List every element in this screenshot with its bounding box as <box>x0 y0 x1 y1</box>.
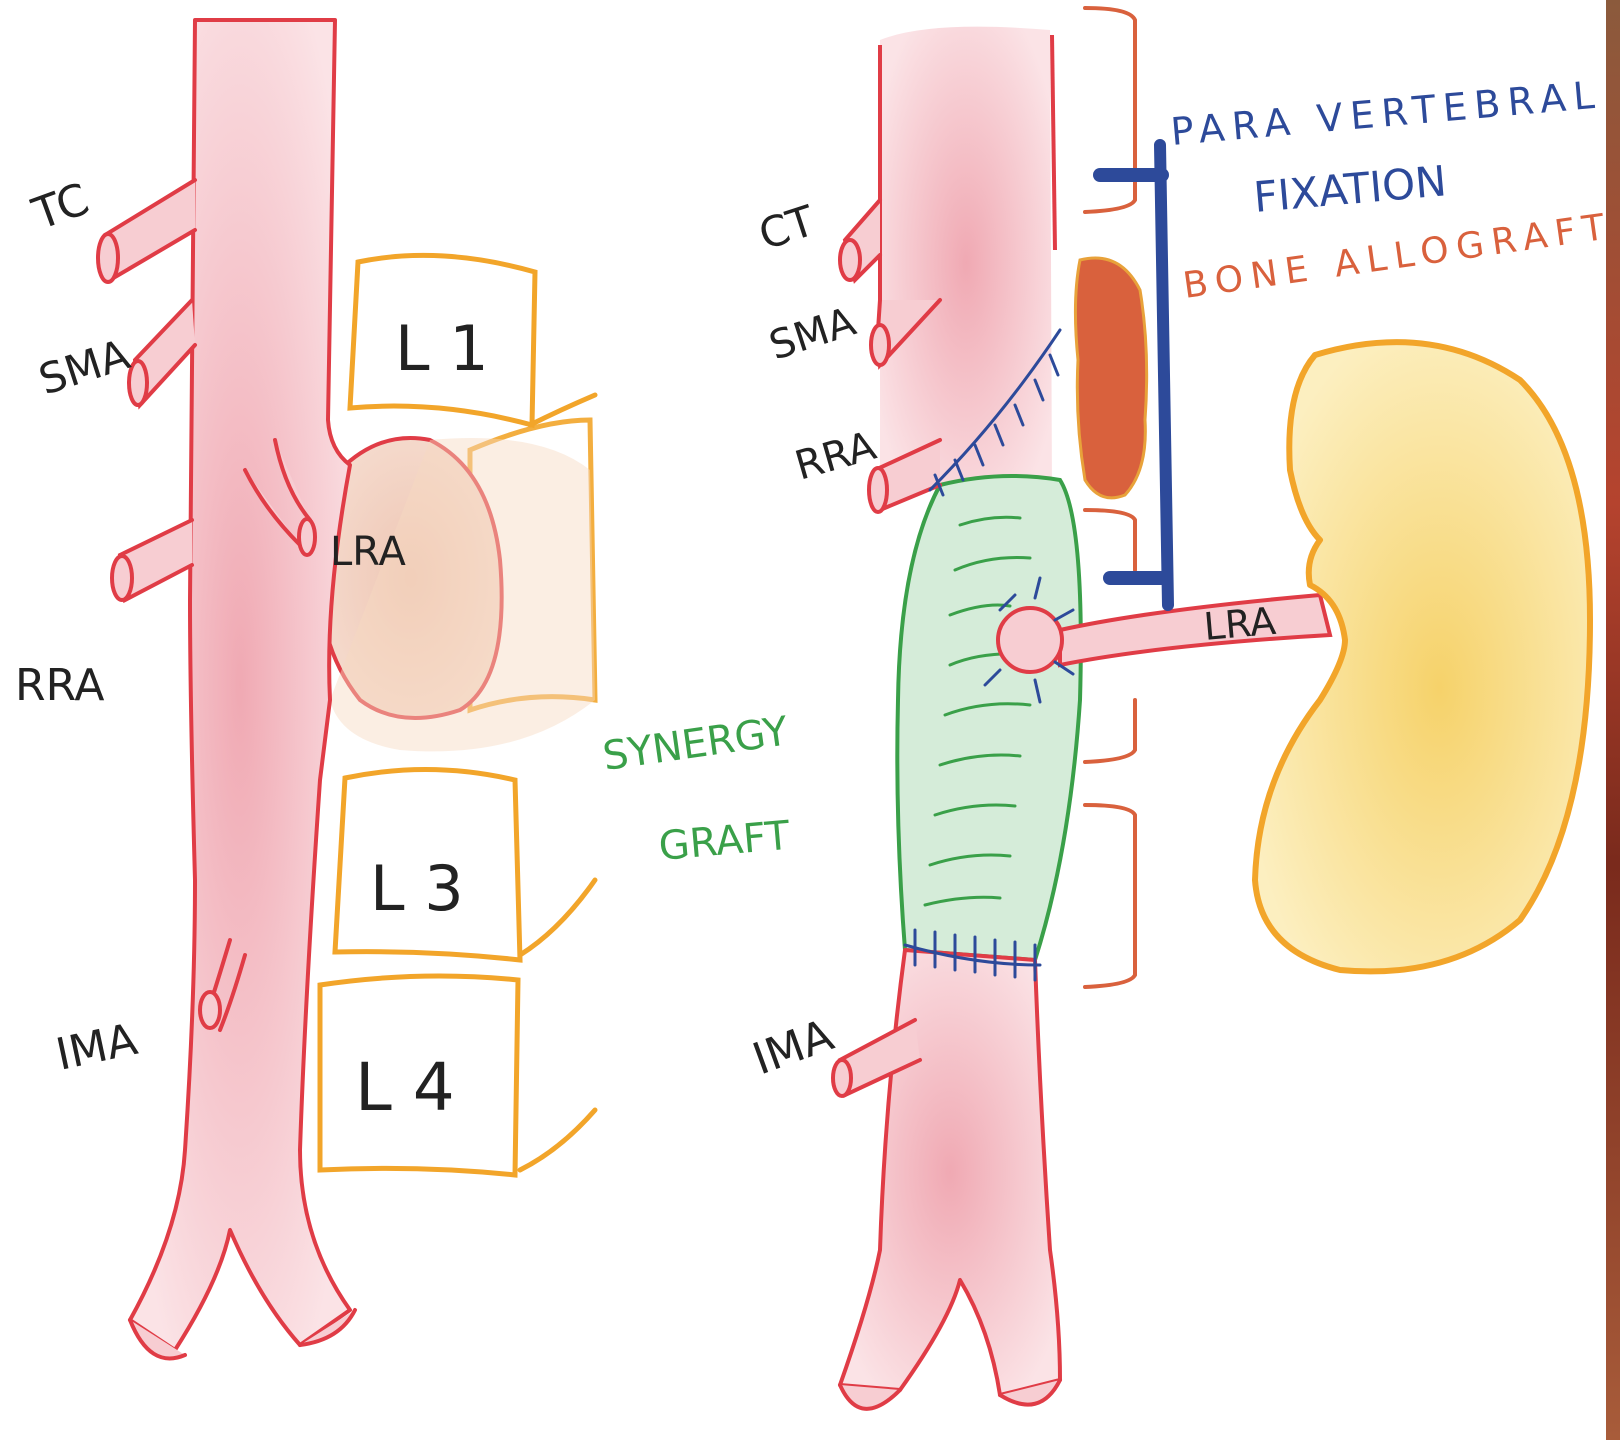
right-aorta-lower <box>840 950 1060 1395</box>
vertebra-label-l3: L 3 <box>370 852 464 925</box>
left-kidney <box>1255 342 1590 971</box>
left-panel: TC SMA LRA RRA IMA L 1 L 3 L 4 <box>15 20 595 1358</box>
right-lra-branch <box>1060 595 1330 665</box>
bone-allograft-label: BONE ALLOGRAFT <box>1181 207 1609 307</box>
vertebra-label-l1: L 1 <box>395 312 489 385</box>
right-label-lra: LRA <box>1202 599 1278 649</box>
paravertebral-fixation-line-1: PARA VERTEBRAL <box>1169 73 1596 154</box>
right-aorta-upper-wall-right <box>1052 35 1055 250</box>
bone-allograft <box>1075 258 1146 498</box>
left-label-tc: TC <box>25 174 95 241</box>
left-label-lra: LRA <box>330 529 406 575</box>
left-label-sma: SMA <box>33 330 136 405</box>
synergy-graft-body <box>897 476 1081 960</box>
synergy-graft-line-2: GRAFT <box>657 813 792 870</box>
synergy-graft-line-1: SYNERGY <box>600 708 791 780</box>
right-panel: CT SMA RRA LRA IMA PARA VERTEBRAL FIXATI… <box>746 8 1608 1409</box>
photo-edge-strip <box>1606 0 1620 1440</box>
synergy-graft-label: SYNERGY GRAFT <box>600 708 792 870</box>
right-label-rra: RRA <box>790 423 881 490</box>
left-label-ima: IMA <box>52 1014 142 1081</box>
right-lra-anastomosis <box>998 608 1062 672</box>
right-label-ct: CT <box>753 196 821 260</box>
right-label-ima: IMA <box>746 1010 840 1086</box>
vertebra-label-l4: L 4 <box>355 1049 455 1126</box>
paravertebral-fixation-line-2: FIXATION <box>1252 156 1449 222</box>
right-aorta-upper <box>880 27 1052 500</box>
left-label-rra: RRA <box>15 660 104 711</box>
right-label-sma: SMA <box>764 299 862 370</box>
